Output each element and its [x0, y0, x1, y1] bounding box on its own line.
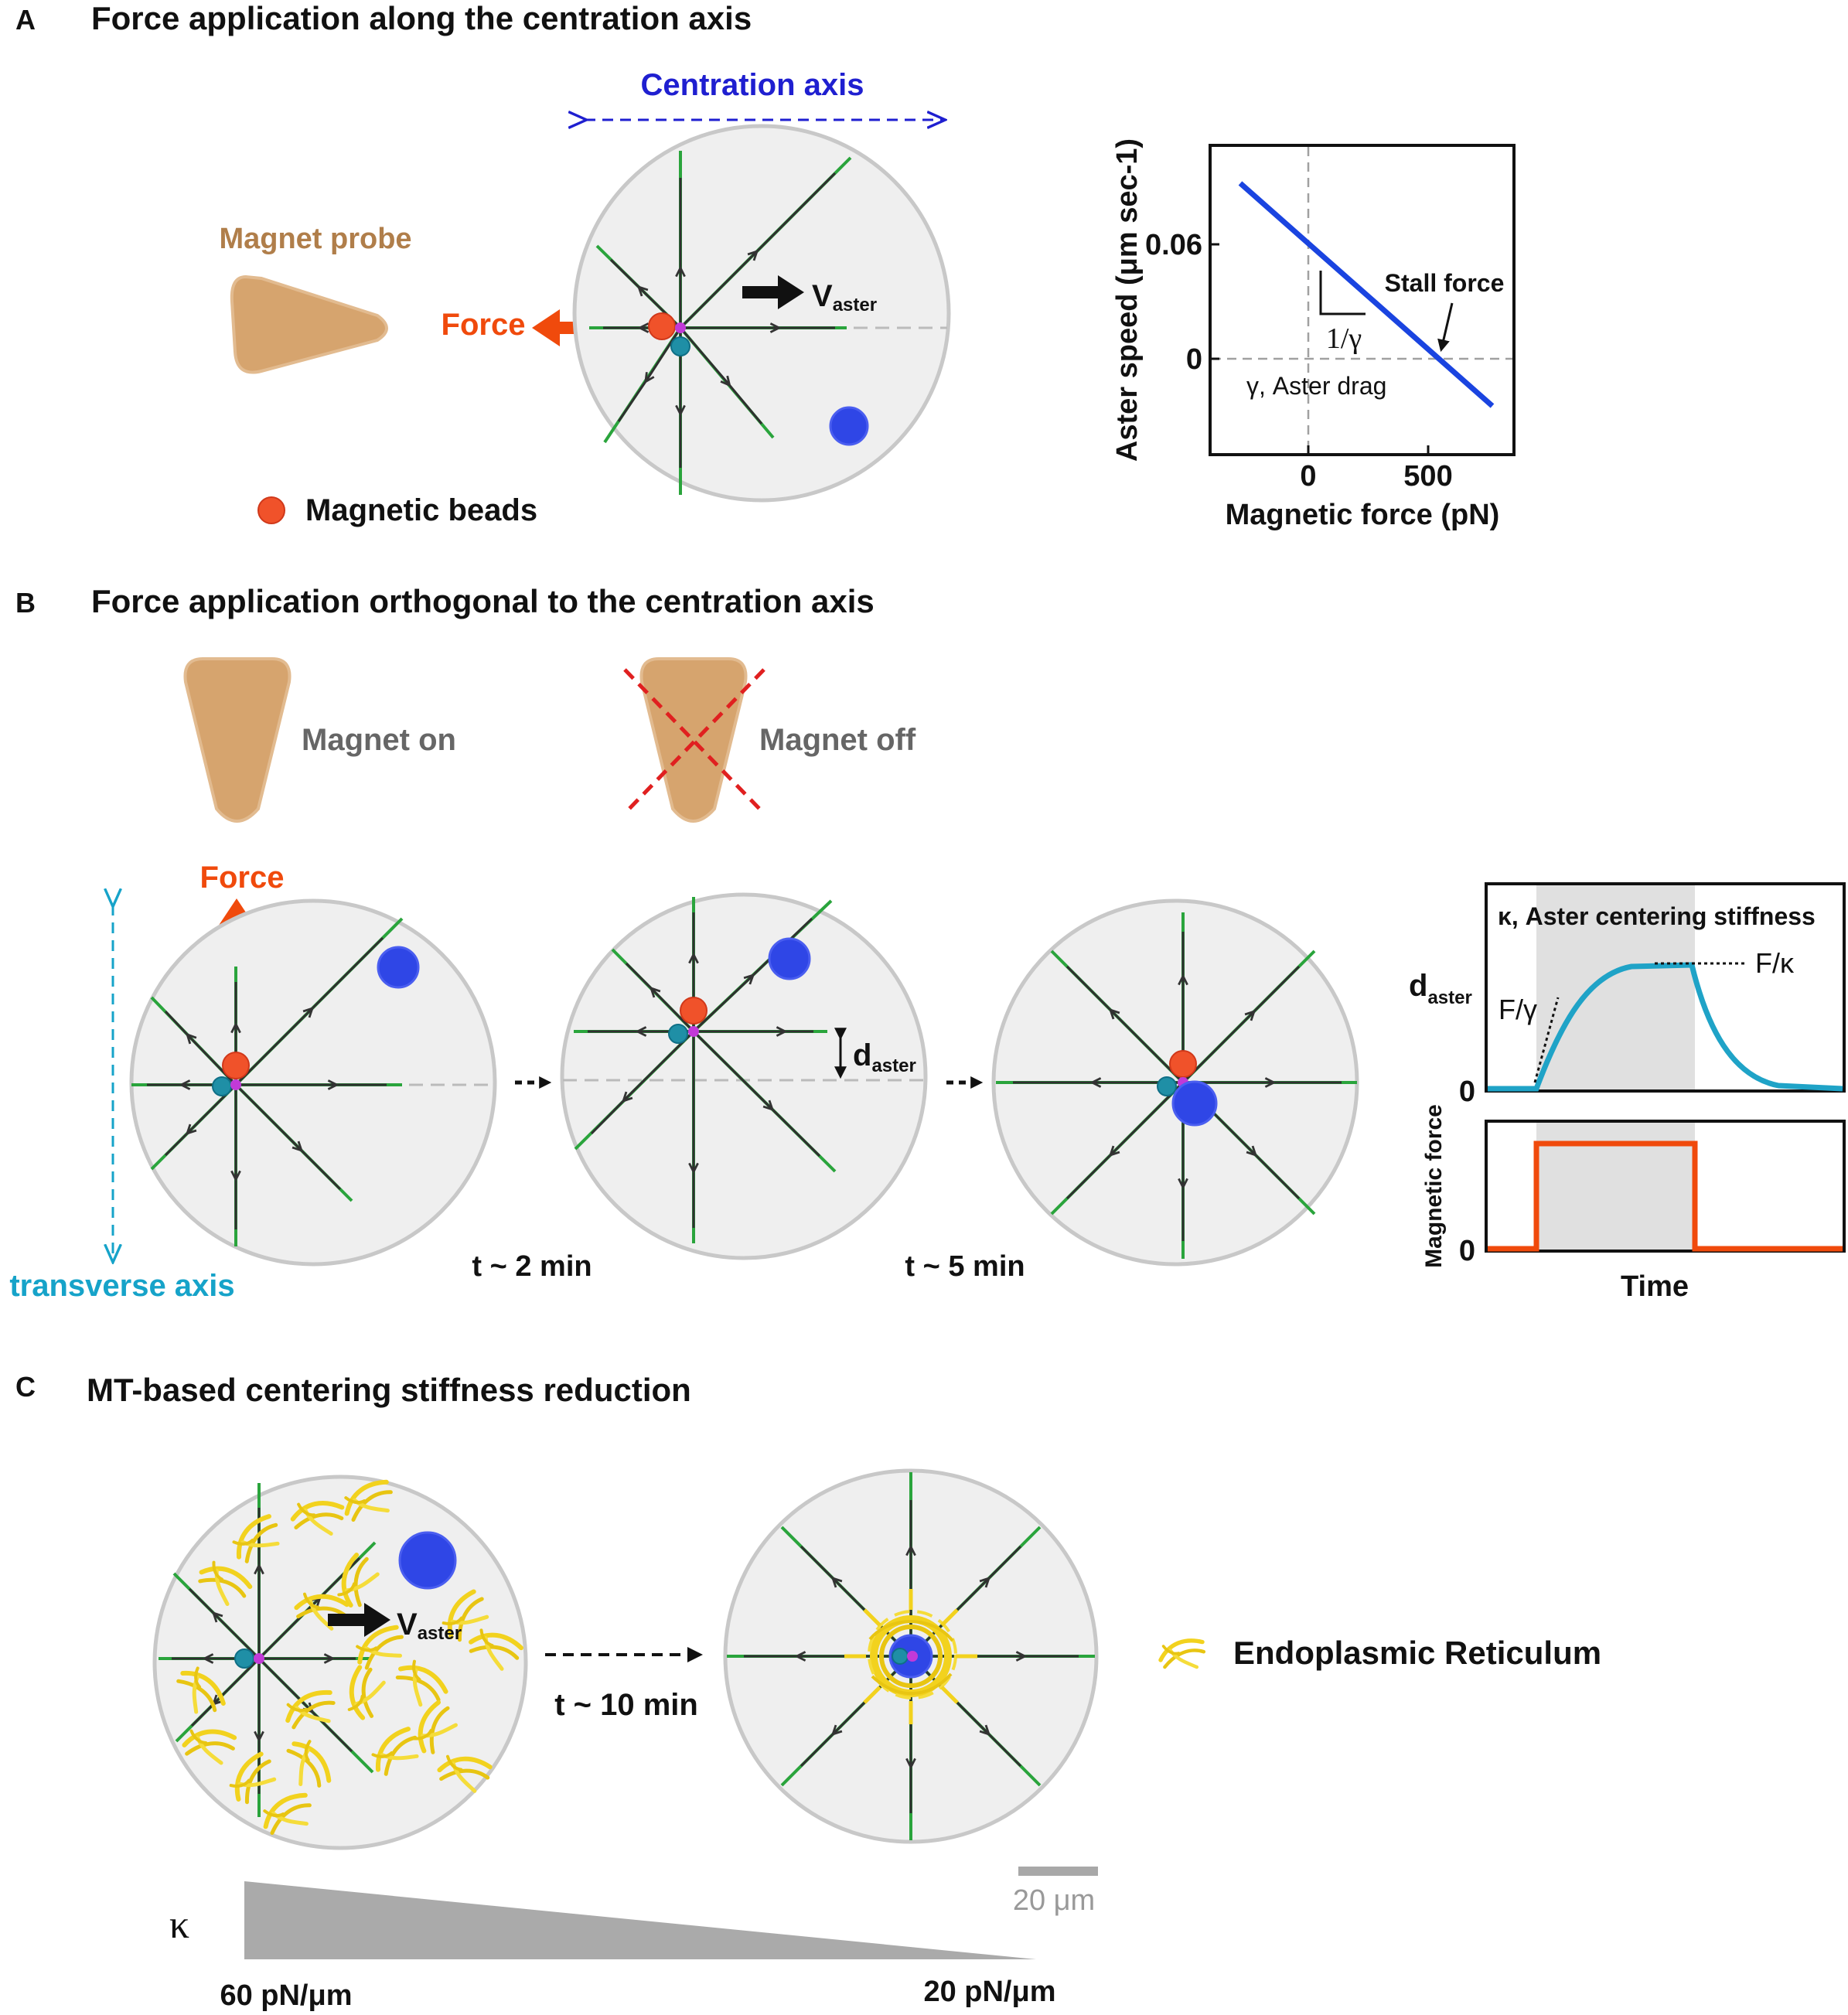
graph-b-displacement-curve: [1488, 962, 1843, 1092]
graph-b-zero-bottom: 0: [1459, 1235, 1475, 1267]
kappa-symbol: κ: [169, 1903, 189, 1947]
time-label-c: t ~ 10 min: [554, 1688, 698, 1722]
magnet-off-cross: [623, 668, 765, 815]
magnet-probe-label: Magnet probe: [219, 223, 411, 255]
transverse-axis-label: transverse axis: [9, 1269, 234, 1303]
slope-label: 1/γ: [1326, 322, 1362, 355]
cell-c2: [723, 1468, 1099, 1844]
graph-b-force-pulse: [1488, 1140, 1843, 1252]
centration-axis-label: Centration axis: [641, 68, 864, 102]
aster-centering-stiffness-label: κ, Aster centering stiffness: [1498, 902, 1816, 930]
time-label-b1: t ~ 2 min: [472, 1250, 592, 1283]
magnet-on-label: Magnet on: [302, 723, 456, 757]
cell-c1: [152, 1475, 528, 1850]
graph-a-frame: [1209, 144, 1516, 456]
graph-a-xlabel: Magnetic force (pN): [1226, 499, 1500, 531]
graph-b-bottom-frame: [1485, 1120, 1846, 1253]
cell-b2: [560, 892, 928, 1260]
force-label-a: Force: [442, 308, 526, 342]
graph-b-top-shade: [1536, 885, 1695, 1090]
f-kappa-label: F/κ: [1755, 947, 1795, 979]
force-label-b: Force: [200, 861, 285, 895]
panel-b-title: Force application orthogonal to the cent…: [91, 583, 875, 619]
stall-force-label: Stall force: [1385, 269, 1505, 297]
panel-b-letter: B: [15, 587, 36, 619]
time-label-b2: t ~ 5 min: [905, 1250, 1025, 1283]
graph-a-xtick-label-500: 500: [1403, 460, 1452, 493]
cell-b3: [991, 898, 1359, 1267]
er-aggregate: [844, 1589, 977, 1724]
graph-a-ytick-label-006: 0.06: [1145, 229, 1202, 261]
v-aster-label-a: Vaster: [812, 279, 877, 315]
stiffness-wedge: [244, 1881, 1036, 1959]
panel-a-letter: A: [15, 4, 36, 36]
d-aster-label-b: daster: [853, 1038, 916, 1076]
magnet-on-probe: [183, 657, 292, 823]
v-aster-arrowhead-c: [364, 1603, 390, 1637]
slope-triangle: [1319, 271, 1366, 315]
v-aster-label-c: Vaster: [397, 1608, 462, 1644]
graph-a-xtick-label-0: 0: [1300, 460, 1316, 493]
graph-a-ytick-label-0: 0: [1186, 343, 1202, 376]
magnet-probe: [230, 274, 388, 374]
graph-b-magnetic-force-ylabel: Magnetic force: [1421, 1104, 1447, 1268]
graph-a-series: [1238, 181, 1495, 408]
graph-a-ylabel: Aster speed (μm sec-1): [1111, 138, 1144, 462]
magnetic-beads-legend: Magnetic beads: [305, 493, 537, 527]
cell-b1: [129, 898, 497, 1267]
stiffness-low-label: 20 pN/μm: [923, 1976, 1055, 2008]
force-arrowhead-a: [532, 309, 560, 346]
graph-b-d-aster-label: daster: [1409, 969, 1472, 1008]
graph-b: κ, Aster centering stiffness F/κ F/γ das…: [1409, 882, 1846, 1303]
er-legend-icon: [1161, 1641, 1204, 1667]
graph-b-top-frame: [1485, 882, 1846, 1093]
f-gamma-dotted: [1533, 997, 1560, 1083]
graph-b-zero-top: 0: [1459, 1076, 1475, 1108]
stiffness-high-label: 60 pN/μm: [220, 1979, 352, 2012]
magnet-off-label: Magnet off: [759, 723, 916, 757]
stall-force-arrow: [1437, 302, 1454, 353]
aster-drag-label: γ, Aster drag: [1246, 372, 1386, 400]
panel-c-title: MT-based centering stiffness reduction: [87, 1372, 691, 1408]
panel-a-title: Force application along the centration a…: [91, 0, 752, 36]
f-gamma-label: F/γ: [1499, 994, 1537, 1025]
scale-bar-label: 20 μm: [1013, 1884, 1095, 1917]
cell-a: [572, 124, 951, 503]
er-legend-label: Endoplasmic Reticulum: [1233, 1635, 1601, 1671]
graph-a: 0.06 0 0 500 Magnetic force (pN) Aster s…: [1111, 138, 1516, 531]
v-aster-arrowhead-a: [778, 275, 804, 309]
magnet-off-probe: [639, 657, 748, 823]
magnetic-bead-legend-dot: [257, 496, 285, 524]
graph-b-time-xlabel: Time: [1621, 1270, 1689, 1303]
panel-c-letter: C: [15, 1371, 36, 1403]
